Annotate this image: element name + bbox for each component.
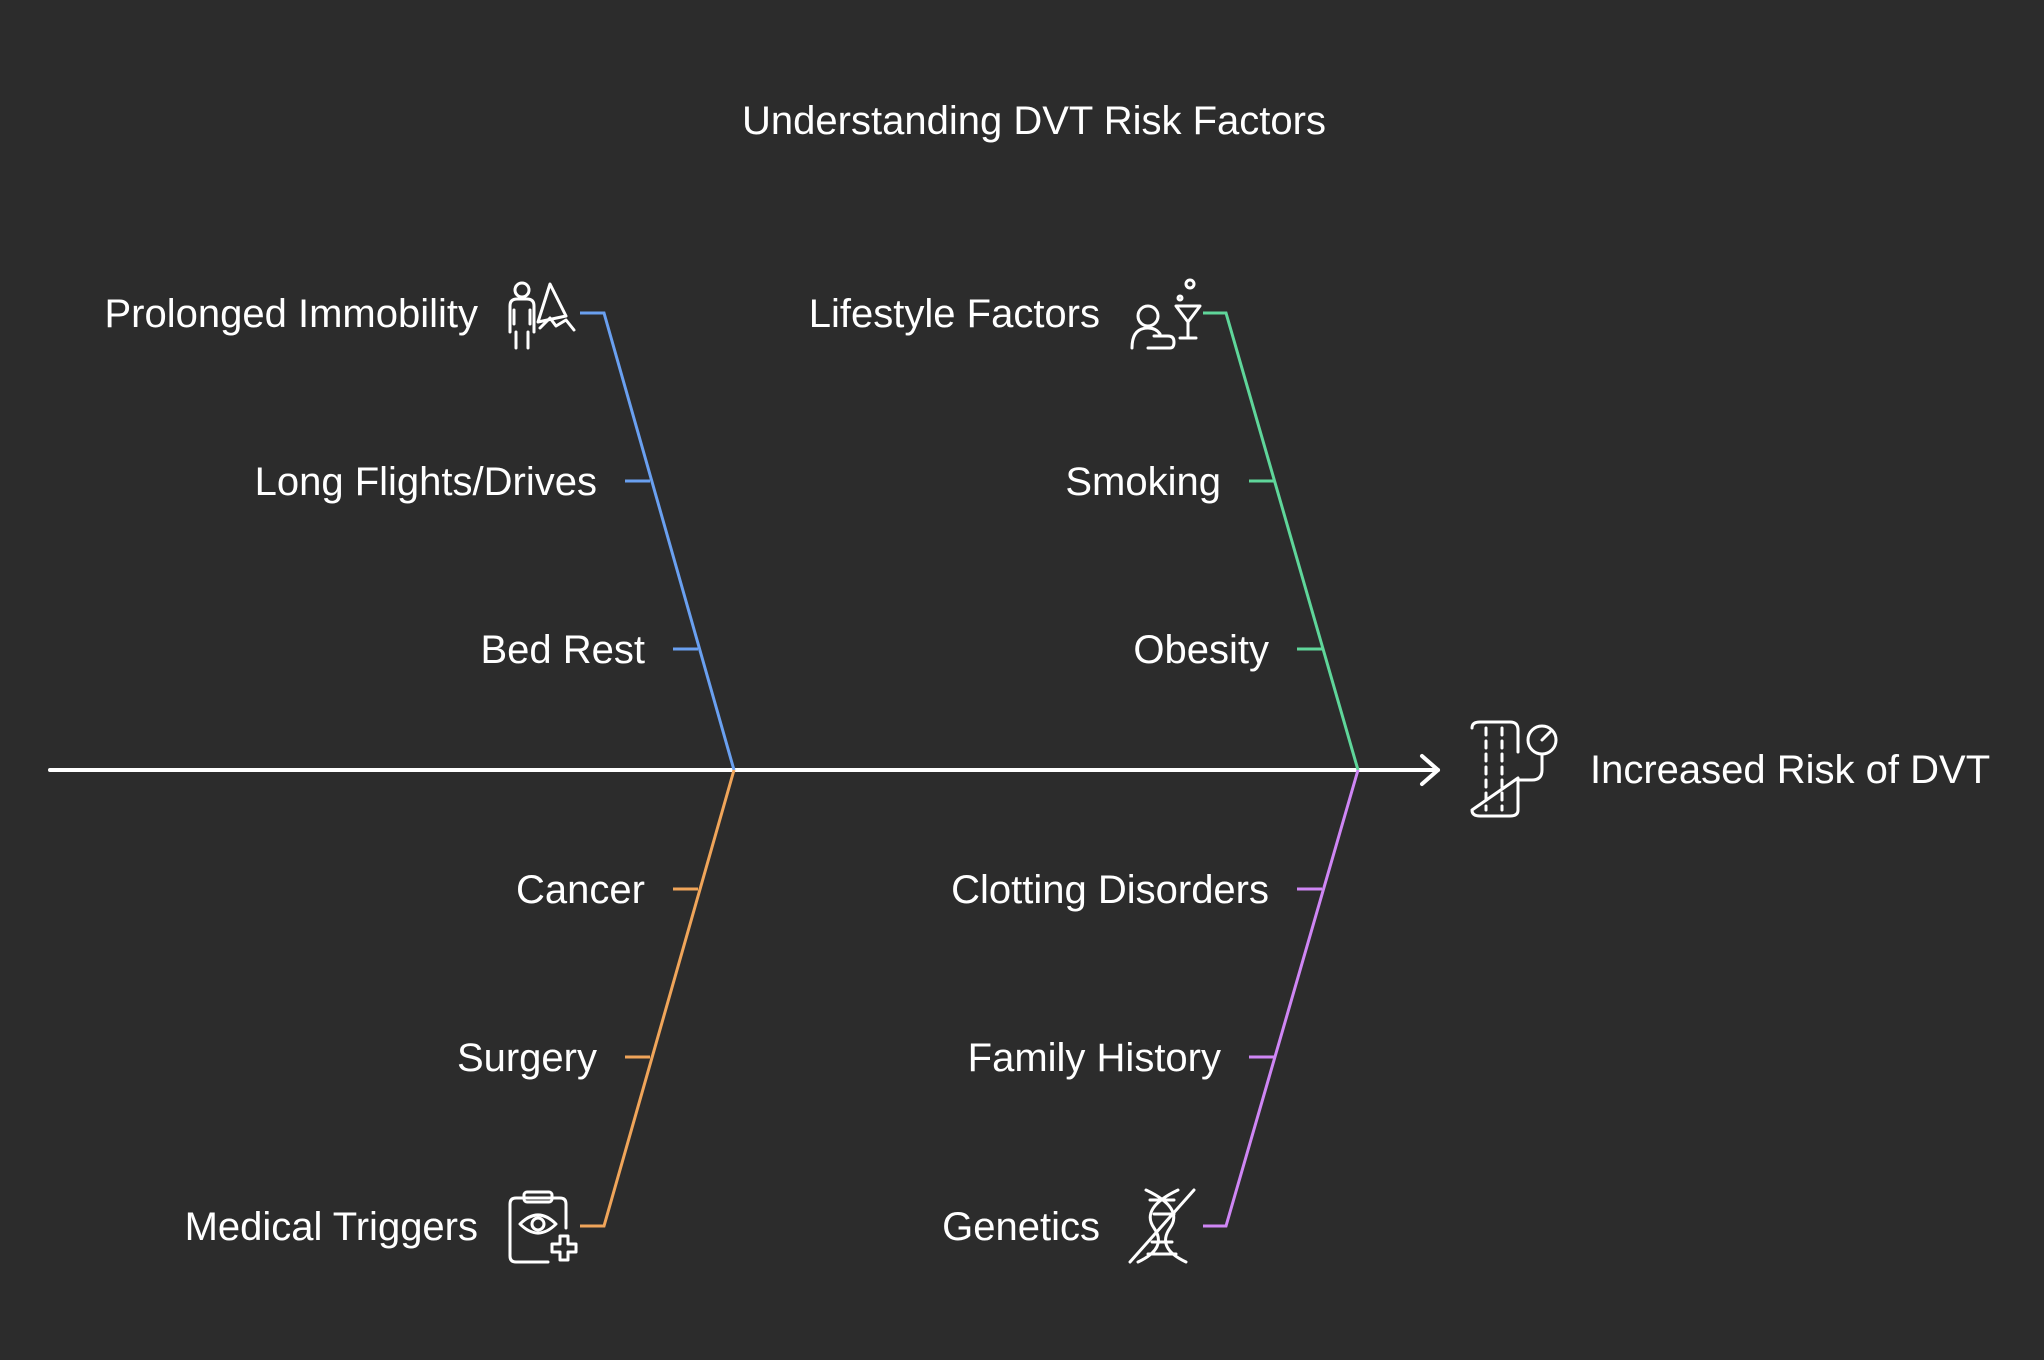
item-label-bed-rest: Bed Rest: [480, 628, 645, 672]
person-cocktail-icon: [1130, 278, 1202, 350]
diagram-title: Understanding DVT Risk Factors: [742, 99, 1326, 143]
branch-prolonged-immobility: Prolonged Immobility Long Flights/Drives…: [105, 281, 736, 771]
effect: Increased Risk of DVT: [1470, 720, 1990, 818]
effect-label: Increased Risk of DVT: [1590, 748, 1990, 792]
item-label-obesity: Obesity: [1133, 628, 1269, 672]
category-label-medical-triggers: Medical Triggers: [185, 1205, 478, 1249]
category-label-prolonged-immobility: Prolonged Immobility: [105, 292, 479, 336]
clipboard-eye-plus-icon: [508, 1190, 578, 1264]
person-mountain-icon: [508, 281, 576, 350]
category-label-genetics: Genetics: [942, 1205, 1100, 1249]
item-label-family-history: Family History: [968, 1036, 1221, 1080]
leg-blood-pressure-icon: [1470, 720, 1558, 818]
item-label-surgery: Surgery: [457, 1036, 597, 1080]
item-label-clotting-disorders: Clotting Disorders: [951, 868, 1269, 912]
branch-genetics: Genetics Clotting Disorders Family Histo…: [942, 769, 1360, 1264]
item-label-cancer: Cancer: [516, 868, 645, 912]
spine: [48, 754, 1440, 786]
item-label-long-flights-drives: Long Flights/Drives: [255, 460, 597, 504]
item-label-smoking: Smoking: [1065, 460, 1221, 504]
dna-crossed-icon: [1128, 1188, 1196, 1264]
branch-lifestyle-factors: Lifestyle Factors Smoking Obesity: [809, 278, 1360, 771]
spine-arrowhead: [1420, 754, 1440, 786]
category-label-lifestyle-factors: Lifestyle Factors: [809, 292, 1100, 336]
branch-medical-triggers: Medical Triggers Cancer Surgery: [185, 769, 736, 1264]
